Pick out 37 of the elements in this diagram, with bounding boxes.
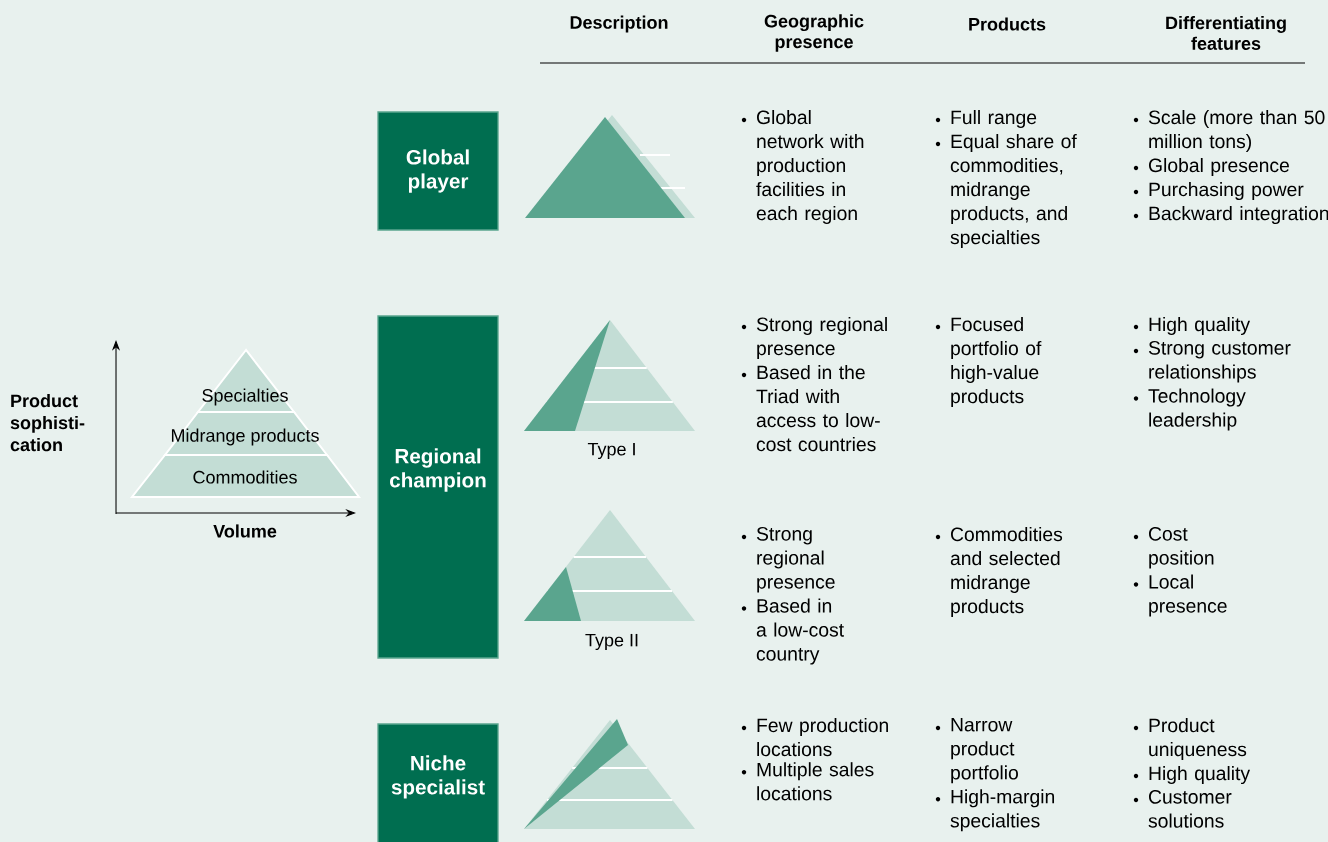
bullet-item: Purchasing power <box>1133 182 1304 201</box>
bullet-item: Customer solutions <box>1133 790 1232 828</box>
category-box: Niche specialist <box>377 723 499 842</box>
bullet-item: High quality <box>1133 317 1251 335</box>
bullet-item: High-margin specialties <box>935 789 1054 832</box>
bullet-item: Cost position <box>1133 527 1214 569</box>
column-header: Geographic presence <box>764 14 864 52</box>
column-header: Products <box>969 17 1046 31</box>
bullet-item: Strong regional presence <box>741 317 887 359</box>
bullet-item: Strong customer relationships <box>1133 341 1291 383</box>
bullet-item: Backward integration <box>1133 206 1328 225</box>
pyramid-layer: Midrange products <box>163 411 330 456</box>
bullet-item: High quality <box>1133 766 1251 785</box>
column-header: Description <box>570 15 668 33</box>
bullet-item: Narrow product portfolio <box>935 718 1018 784</box>
axis-label: Product sophisti-cation <box>10 394 85 452</box>
bullet-item: Global network with production facilities in each region <box>741 110 864 224</box>
category-box: Global player <box>377 111 499 231</box>
bullet-item: Product uniqueness <box>1133 718 1247 760</box>
bullet-item: Multiple sales locations <box>741 762 874 801</box>
axis-label: Volume <box>213 524 277 538</box>
column-header: Differentiating features <box>1166 16 1286 50</box>
bullet-item: Based in a low-cost country <box>741 598 844 665</box>
bullet-item: Full range <box>935 110 1037 128</box>
bullet-item: Based in the Triad with access to low-cost countries <box>741 365 880 452</box>
bullet-item: Few production locations <box>741 718 888 757</box>
bullet-item: Scale (more than 50 million tons) <box>1133 110 1325 152</box>
bullet-item: Global presence <box>1133 158 1289 177</box>
bullet-item: Strong regional presence <box>741 527 835 593</box>
bullet-item: Equal share of commodities, midrange products, and specialties <box>935 134 1077 249</box>
type-label: Type I <box>587 442 635 460</box>
bullet-item: Local presence <box>1133 574 1227 617</box>
type-label: Type II <box>585 633 638 651</box>
bullet-item: Commodities and selected midrange products <box>935 527 1063 617</box>
bullet-item: Technology leadership <box>1133 388 1246 431</box>
bullet-item: Focused portfolio of high-value products <box>935 317 1042 407</box>
category-box: Regional champion <box>377 315 499 659</box>
